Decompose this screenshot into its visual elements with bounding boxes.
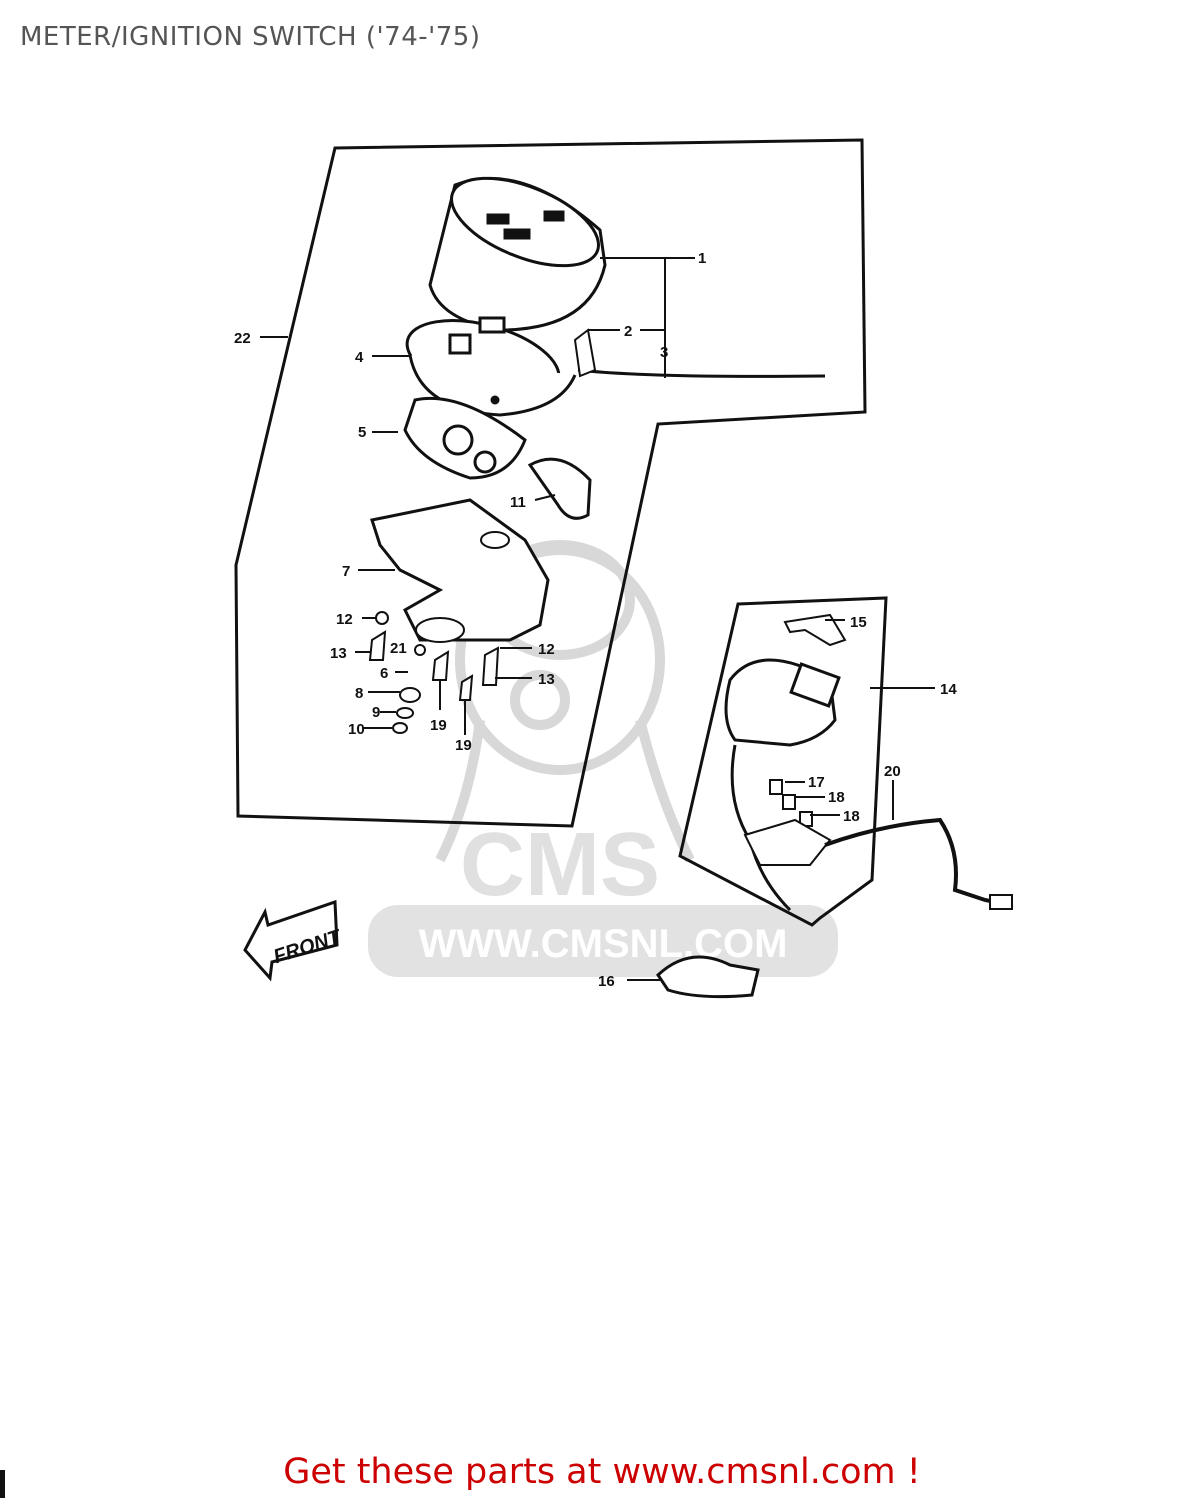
callout-13b: 13	[538, 671, 555, 688]
page-title: METER/IGNITION SWITCH ('74-'75)	[20, 22, 481, 52]
callout-4: 4	[355, 349, 364, 366]
callout-21: 21	[390, 640, 407, 657]
callout-8: 8	[355, 685, 363, 702]
ignition-key-15-icon	[783, 613, 847, 647]
callout-12b: 12	[538, 641, 555, 658]
meter-cable-3-icon	[577, 368, 826, 378]
callout-20: 20	[884, 763, 901, 780]
callout-9: 9	[372, 704, 380, 721]
plate-hole-icon	[415, 617, 465, 643]
meter-housing-icon	[428, 176, 607, 332]
callout-14: 14	[940, 681, 957, 698]
get-parts-link[interactable]: Get these parts at www.cmsnl.com !	[283, 1452, 921, 1492]
callout-12a: 12	[336, 611, 353, 628]
callout-2: 2	[624, 323, 632, 340]
front-arrow-icon: FRONT	[243, 899, 345, 982]
corner-mark	[0, 1470, 5, 1498]
callout-18b: 18	[843, 808, 860, 825]
bracket-plate-5-icon	[403, 396, 527, 480]
ignition-switch-boundary	[678, 596, 888, 927]
callout-1: 1	[698, 250, 706, 267]
callout-22: 22	[234, 330, 251, 347]
parts-diagram: CMS WWW.CMSNL.COM	[234, 138, 1013, 999]
callout-19b: 19	[455, 737, 472, 754]
meter-assembly-boundary	[234, 138, 867, 828]
plate-slot-icon	[480, 531, 510, 549]
callout-18a: 18	[828, 789, 845, 806]
cable-fitting-2-icon	[573, 328, 597, 378]
watermark-banner	[368, 905, 838, 977]
callout-15: 15	[850, 614, 867, 631]
callouts: 1 2 3 4 5 7 11 12 13 21 12 13 6 8 9 10 1…	[234, 250, 957, 990]
callout-5: 5	[358, 424, 366, 441]
bulb-sockets-icon	[743, 779, 832, 866]
watermark: CMS WWW.CMSNL.COM	[368, 540, 838, 977]
callout-3: 3	[660, 344, 668, 361]
callout-16: 16	[598, 973, 615, 990]
callout-6: 6	[380, 665, 388, 682]
watermark-url: WWW.CMSNL.COM	[419, 922, 788, 966]
watermark-logo: CMS	[460, 815, 660, 915]
callout-13a: 13	[330, 645, 347, 662]
bracket-11-icon	[527, 457, 592, 520]
harness-connector-icon	[989, 894, 1013, 910]
bracket-16-icon	[656, 955, 760, 999]
callout-11: 11	[510, 494, 526, 511]
wiring-harness-20-icon	[824, 817, 1011, 907]
ignition-switch-icon	[724, 658, 841, 912]
callout-7: 7	[342, 563, 350, 580]
callout-10: 10	[348, 721, 365, 738]
mounting-plate-7-icon	[370, 498, 550, 642]
leader-lines	[260, 257, 935, 981]
callout-17: 17	[808, 774, 825, 791]
callout-19a: 19	[430, 717, 447, 734]
